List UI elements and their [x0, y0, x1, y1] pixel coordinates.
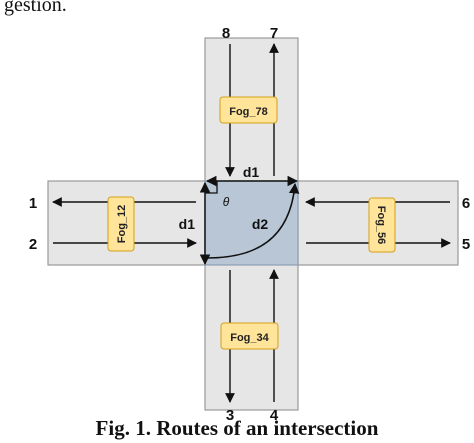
fog-78-box — [219, 96, 278, 124]
route-label-3: 3 — [226, 407, 234, 424]
theta-label: θ — [223, 195, 230, 209]
fog-56-box — [368, 197, 396, 253]
d2-turning-trajectory — [206, 182, 300, 259]
fog-56-label: Fog_56 — [375, 206, 387, 245]
route-label-1: 1 — [29, 195, 37, 212]
fog-34-box — [220, 322, 279, 350]
header-text-fragment: gestion. — [4, 0, 67, 16]
route-label-6: 6 — [462, 195, 470, 212]
d2-label: d2 — [252, 216, 269, 232]
route-label-5: 5 — [462, 236, 470, 253]
route-label-2: 2 — [29, 236, 37, 253]
d1-top-label: d1 — [243, 164, 260, 180]
fog-12-box — [107, 196, 135, 252]
route-label-8: 8 — [222, 25, 230, 42]
fog-78-label: Fog_78 — [229, 106, 268, 118]
d1-left-label: d1 — [179, 216, 196, 232]
route-label-4: 4 — [270, 407, 279, 424]
figure-caption: Fig. 1. Routes of an intersection — [95, 416, 379, 440]
fog-12-label: Fog_12 — [116, 205, 128, 244]
fog-34-label: Fog_34 — [230, 332, 269, 344]
route-label-7: 7 — [270, 25, 278, 42]
